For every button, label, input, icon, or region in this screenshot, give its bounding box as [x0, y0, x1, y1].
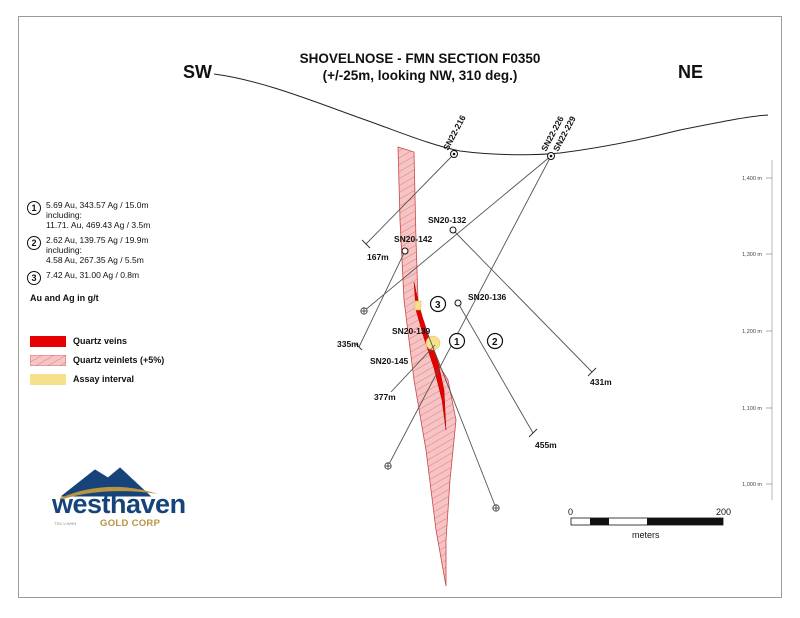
elev-1200: 1,200 m	[742, 329, 762, 335]
scale-min: 0	[568, 507, 573, 517]
section-title: SHOVELNOSE - FMN SECTION F0350	[299, 51, 541, 66]
section-subtitle: (+/-25m, looking NW, 310 deg.)	[322, 68, 518, 83]
elev-1000: 1,000 m	[742, 482, 762, 488]
depth-sn20-145: 377m	[374, 392, 396, 402]
note-number: 3	[27, 271, 41, 285]
assay-note-2: 2 2.62 Au, 139.75 Ag / 19.9m including: …	[27, 235, 217, 265]
note-line: 7.42 Au, 31.00 Ag / 0.8m	[46, 270, 140, 280]
note-line: 2.62 Au, 139.75 Ag / 19.9m	[46, 235, 149, 245]
label-sn20-145: SN20-145	[370, 356, 409, 366]
label-sn20-136: SN20-136	[468, 292, 507, 302]
legend-label: Assay interval	[73, 374, 135, 384]
quartz-vein	[413, 281, 447, 431]
collar-markers	[401, 150, 555, 307]
scale-max: 200	[716, 507, 731, 517]
legend-label: Quartz veins	[73, 336, 128, 346]
section-callouts: 3 1 2	[429, 295, 504, 350]
depth-sn20-136: 455m	[535, 440, 557, 450]
scale-unit: meters	[632, 530, 660, 540]
trace-sn20-132	[452, 229, 593, 373]
collar-dots	[452, 152, 553, 158]
elevation-axis: 1,400 m 1,300 m 1,200 m 1,100 m 1,000 m	[742, 160, 773, 500]
label-sn22-216: SN22-216	[441, 113, 468, 152]
note-line: 4.58 Au, 267.35 Ag / 5.5m	[46, 255, 144, 265]
trace-sn20-139	[424, 326, 497, 509]
note-line: 5.69 Au, 343.57 Ag / 15.0m	[46, 200, 149, 210]
assay-note-3: 3 7.42 Au, 31.00 Ag / 0.8m	[27, 270, 217, 285]
assay-interval-3	[414, 300, 422, 311]
elev-1300: 1,300 m	[742, 252, 762, 258]
callout-1: 1	[454, 337, 460, 348]
topography-line	[213, 73, 769, 156]
legend-label: Quartz veinlets (+5%)	[73, 355, 165, 365]
logo-mountain-icon	[60, 467, 158, 500]
end-of-hole-ticks	[355, 239, 597, 438]
trace-sn20-136	[457, 302, 534, 434]
depth-sn20-142: 335m	[337, 339, 359, 349]
depth-sn22-216: 167m	[367, 252, 389, 262]
legend-swatch	[30, 336, 66, 347]
logo-wordmark: westhaven	[52, 489, 186, 519]
trace-sn22-216	[365, 153, 455, 245]
trace-sn22-226-a	[363, 155, 552, 312]
label-sn20-132: SN20-132	[428, 215, 467, 225]
note-line: including:	[46, 210, 82, 220]
compass-sw-label: SW	[183, 62, 212, 82]
trace-sn20-145	[390, 344, 436, 393]
elev-1100: 1,100 m	[742, 406, 762, 412]
company-logo: westhaven TSX-V:WHN GOLD CORP	[46, 460, 206, 530]
assay-note-1: 1 5.69 Au, 343.57 Ag / 15.0m including: …	[27, 200, 217, 230]
label-sn20-142: SN20-142	[394, 234, 433, 244]
legend-swatch	[30, 374, 66, 385]
label-sn20-139: SN20-139	[392, 326, 431, 336]
hole-bottom-crosses	[361, 308, 499, 511]
note-number: 2	[27, 236, 41, 250]
note-line: 11.71. Au, 469.43 Ag / 3.5m	[46, 220, 151, 230]
map-frame	[18, 16, 782, 598]
elev-1400: 1,400 m	[742, 176, 762, 182]
assay-notes: 1 5.69 Au, 343.57 Ag / 15.0m including: …	[27, 200, 217, 285]
note-number: 1	[27, 201, 41, 215]
logo-ticker: TSX-V:WHN	[54, 521, 77, 526]
trace-sn22-229	[387, 155, 552, 467]
scale-bar: 0 200 meters	[568, 507, 731, 540]
callout-3: 3	[435, 300, 441, 311]
legend-swatch	[30, 355, 66, 366]
quartz-veinlets-zone	[397, 146, 457, 587]
trace-sn20-142	[358, 250, 406, 348]
logo-subtitle: GOLD CORP	[100, 518, 161, 529]
depth-sn20-132: 431m	[590, 377, 612, 387]
callout-2: 2	[492, 337, 498, 348]
drillhole-traces	[358, 153, 593, 509]
note-line: including:	[46, 245, 82, 255]
compass-ne-label: NE	[678, 62, 704, 82]
units-note: Au and Ag in g/t	[30, 293, 99, 303]
